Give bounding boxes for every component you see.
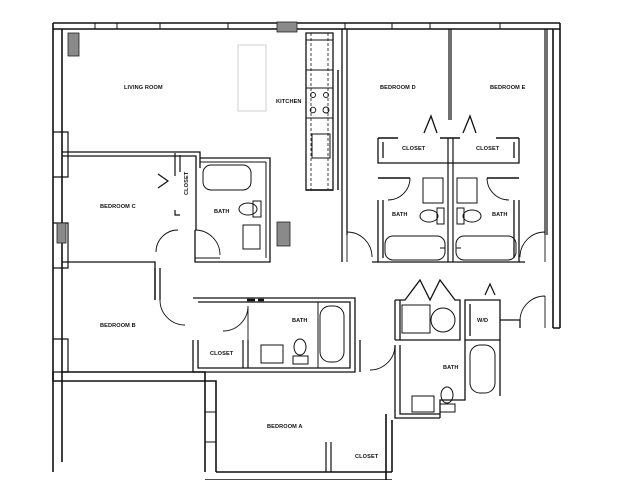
sink-icon xyxy=(422,177,444,204)
label-closet-a: CLOSET xyxy=(355,454,379,460)
column-icon xyxy=(67,32,80,57)
bath-e-fixtures xyxy=(455,177,517,261)
kitchen-counter xyxy=(305,32,339,191)
bathtub-icon xyxy=(469,344,496,394)
label-bath-e: BATH xyxy=(492,212,508,218)
sink-icon xyxy=(456,177,478,204)
kitchen-island xyxy=(237,44,267,112)
room-labels: LIVING ROOM KITCHEN BEDROOM D BEDROOM E … xyxy=(100,85,526,460)
label-bath-c: BATH xyxy=(214,209,230,215)
bedroom-d-e-walls xyxy=(341,29,548,263)
kitchen-sink-icon xyxy=(311,133,331,159)
label-closet-b: CLOSET xyxy=(210,351,234,357)
washer-icon xyxy=(401,304,431,334)
sink-icon xyxy=(242,224,261,250)
label-bath-b: BATH xyxy=(292,318,308,324)
bedroom-b-walls xyxy=(154,268,356,373)
label-closet-c: CLOSET xyxy=(184,171,190,195)
column-icon xyxy=(276,21,298,33)
label-bath-d: BATH xyxy=(392,212,408,218)
bathtub-icon xyxy=(384,235,446,261)
label-closet-d: CLOSET xyxy=(402,146,426,152)
bedroom-c-walls xyxy=(62,151,271,300)
label-bedroom-d: BEDROOM D xyxy=(380,85,416,91)
column-icon xyxy=(276,221,291,247)
label-bath-a: BATH xyxy=(443,365,459,371)
label-living-room: LIVING ROOM xyxy=(124,85,163,91)
columns xyxy=(56,21,298,247)
bathtub-icon xyxy=(202,164,252,191)
sink-icon xyxy=(411,395,435,413)
bathtub-icon xyxy=(455,235,517,261)
label-bedroom-c: BEDROOM C xyxy=(100,204,136,210)
label-bedroom-a: BEDROOM A xyxy=(267,424,303,430)
exterior-walls xyxy=(52,22,561,480)
label-closet-e: CLOSET xyxy=(476,146,500,152)
dryer-icon xyxy=(430,307,456,333)
label-bedroom-b: BEDROOM B xyxy=(100,323,136,329)
toilet-icon xyxy=(440,386,454,404)
toilet-icon xyxy=(293,338,307,356)
bath-d-fixtures xyxy=(384,177,446,261)
bathtub-icon xyxy=(319,305,345,363)
label-wd: W/D xyxy=(477,318,488,324)
label-bedroom-e: BEDROOM E xyxy=(490,85,526,91)
toilet-icon xyxy=(419,209,439,223)
stove-icon xyxy=(305,87,334,119)
toilet-icon xyxy=(238,202,258,216)
column-icon xyxy=(56,222,67,244)
sink-icon xyxy=(260,344,284,364)
toilet-icon xyxy=(462,209,482,223)
label-kitchen: KITCHEN xyxy=(276,99,302,105)
bath-a-walls xyxy=(325,278,546,472)
